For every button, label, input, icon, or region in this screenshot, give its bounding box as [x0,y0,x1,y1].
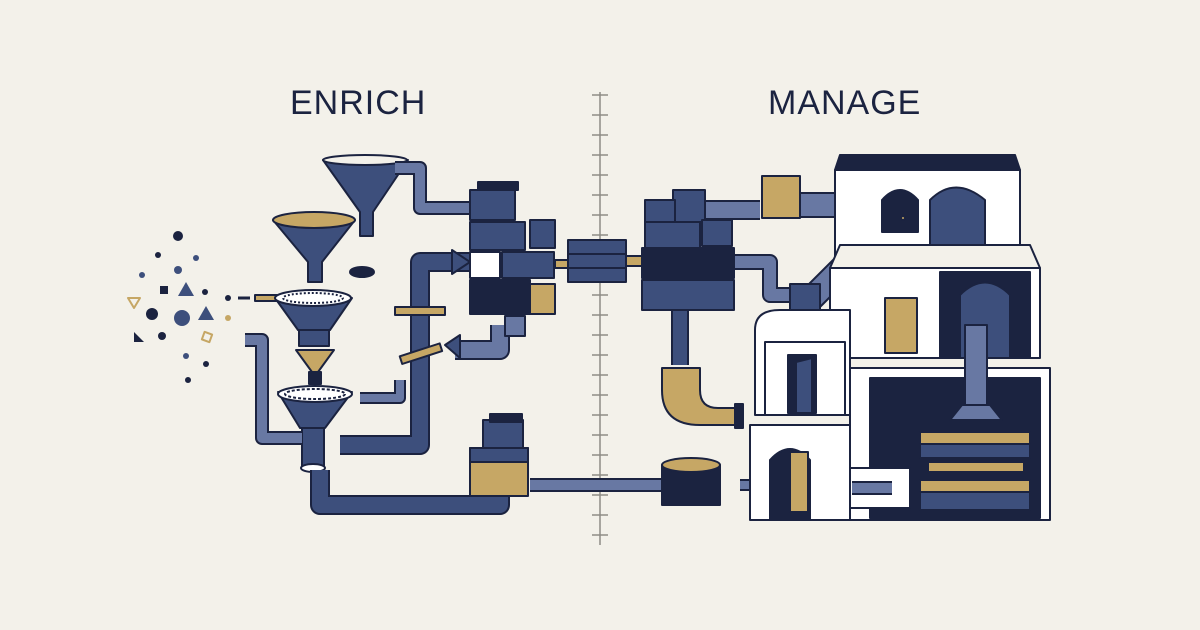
enrich-block-stack [469,181,643,337]
door-icon [881,189,919,233]
press-icon [919,324,1031,511]
enrich-heading: ENRICH [290,84,427,122]
door-icon [884,297,918,354]
door-icon [789,451,809,513]
enrich-drum [469,413,529,497]
block-icon [469,189,516,221]
raw-particles [127,231,278,383]
building-icon [749,154,1051,521]
pipe-icon [661,367,741,426]
funnel-icon [272,219,356,283]
divider-ruler [592,92,608,545]
manage-block-stack [641,175,821,506]
block-icon [672,189,706,223]
manage-heading: MANAGE [768,84,922,122]
funnel-stack [272,154,409,473]
pipe-icon [395,161,470,215]
